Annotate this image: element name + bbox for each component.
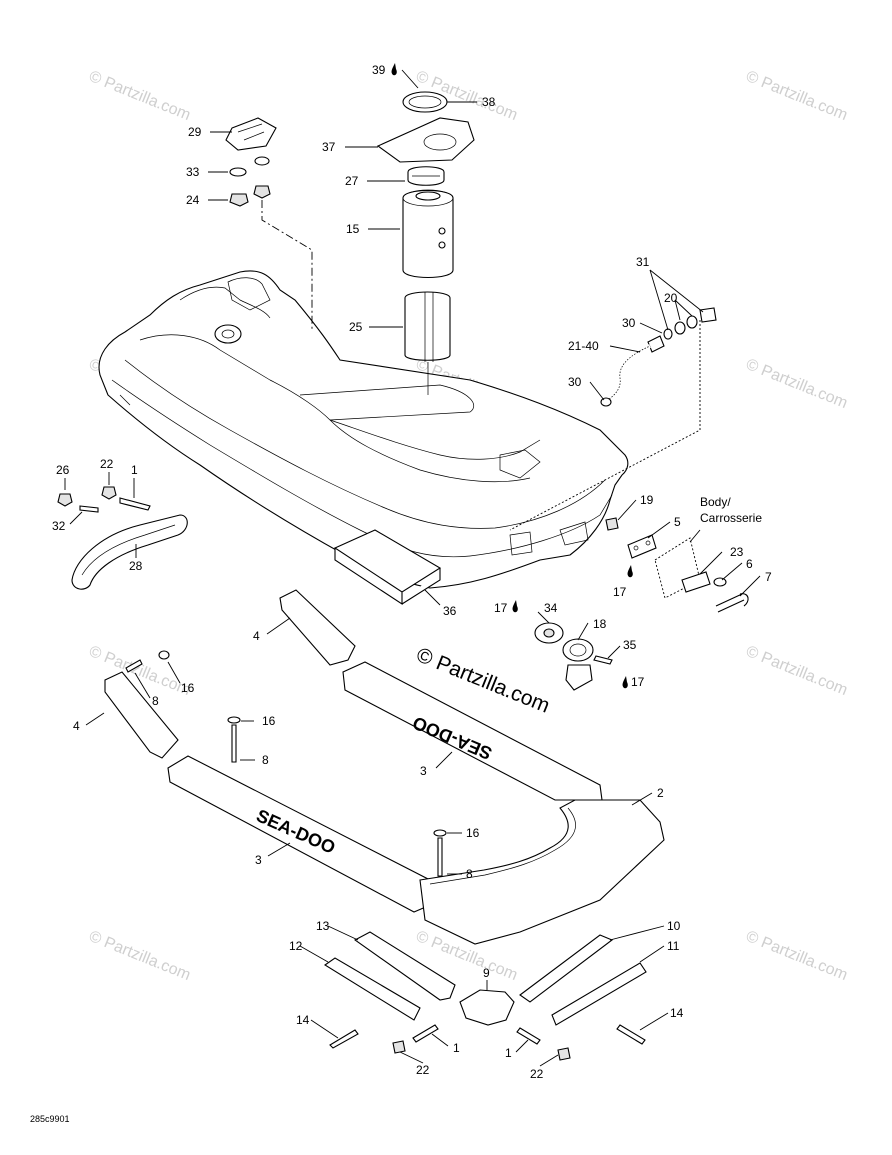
callout-16a: 16 [181,681,195,695]
callout-22b: 22 [416,1063,430,1077]
callout-32: 32 [52,519,66,533]
callout-4b: 4 [73,719,80,733]
callout-8b: 8 [262,753,269,767]
drop-icon [391,63,397,76]
watermark-8: © Partzilla.com [744,643,850,699]
rail-10 [519,934,614,1003]
front-hardware-group [57,486,188,590]
callout-3b: 3 [255,853,262,867]
drain-plug-group [512,600,628,691]
callouts: 39 38 37 27 15 25 29 33 24 31 20 30 21-4… [52,63,772,1081]
callout-30a: 30 [622,316,636,330]
callout-22a: 22 [100,457,114,471]
callout-2: 2 [657,786,664,800]
callout-15: 15 [346,222,360,236]
rivet-group [125,650,447,877]
callout-6: 6 [746,557,753,571]
callout-21-40: 21-40 [568,339,599,353]
callout-1a: 1 [131,463,138,477]
watermark-1: © Partzilla.com [87,68,193,124]
rail-11 [551,962,647,1026]
callout-13: 13 [316,919,330,933]
callout-18: 18 [593,617,607,631]
mat-4-upper [279,589,356,666]
vent-hose-group [509,307,717,531]
callout-25: 25 [349,320,363,334]
bracket-group [225,117,313,330]
callout-11: 11 [667,939,680,953]
storage-bin-group [376,91,475,395]
callout-14a: 14 [296,1013,310,1027]
callout-39: 39 [372,63,386,77]
callout-38: 38 [482,95,496,109]
watermark-9: © Partzilla.com [87,928,193,984]
callout-33: 33 [186,165,200,179]
callout-10: 10 [667,919,681,933]
callout-22c: 22 [530,1067,544,1081]
callout-1b: 1 [453,1041,460,1055]
callout-4a: 4 [253,629,260,643]
callout-17b: 17 [494,601,508,615]
callout-37: 37 [322,140,336,154]
callout-16b: 16 [262,714,276,728]
watermark-7: © Partzilla.com [87,643,193,699]
callout-9: 9 [483,966,490,980]
mats-group [104,589,665,945]
callout-14b: 14 [670,1006,684,1020]
callout-19: 19 [640,493,654,507]
callout-17a: 17 [613,585,627,599]
callout-23: 23 [730,545,744,559]
leader-lines [64,69,761,1067]
rails-group [324,931,647,1061]
callout-16c: 16 [466,826,480,840]
watermark-3: © Partzilla.com [744,68,850,124]
rail-12 [324,957,421,1021]
callout-35: 35 [623,638,637,652]
watermark-6: © Partzilla.com [744,356,850,412]
callout-28: 28 [129,559,143,573]
callout-3a: 3 [420,764,427,778]
callout-12: 12 [289,939,303,953]
callout-34: 34 [544,601,558,615]
callout-26: 26 [56,463,70,477]
hull-body [98,270,629,589]
callout-5: 5 [674,515,681,529]
body-label-line1: Body/ [700,495,731,509]
callout-36: 36 [443,604,457,618]
hull-pad-36 [333,529,442,606]
callout-20: 20 [664,291,678,305]
mat-2-rear [419,799,665,945]
callout-17c: 17 [631,675,645,689]
callout-24: 24 [186,193,200,207]
callout-8c: 8 [466,867,473,881]
callout-31: 31 [636,255,650,269]
watermark-11: © Partzilla.com [744,928,850,984]
body-label-line2: Carrosserie [700,511,762,525]
rail-13 [353,931,456,1001]
callout-30b: 30 [568,375,582,389]
callout-29: 29 [188,125,202,139]
nose-9 [459,989,515,1026]
callout-1c: 1 [505,1046,512,1060]
callout-27: 27 [345,174,359,188]
callout-8a: 8 [152,694,159,708]
callout-7: 7 [765,570,772,584]
drawing-number: 285c9901 [30,1114,70,1124]
mat-4-lower [104,671,179,759]
right-hardware-group [605,517,749,613]
